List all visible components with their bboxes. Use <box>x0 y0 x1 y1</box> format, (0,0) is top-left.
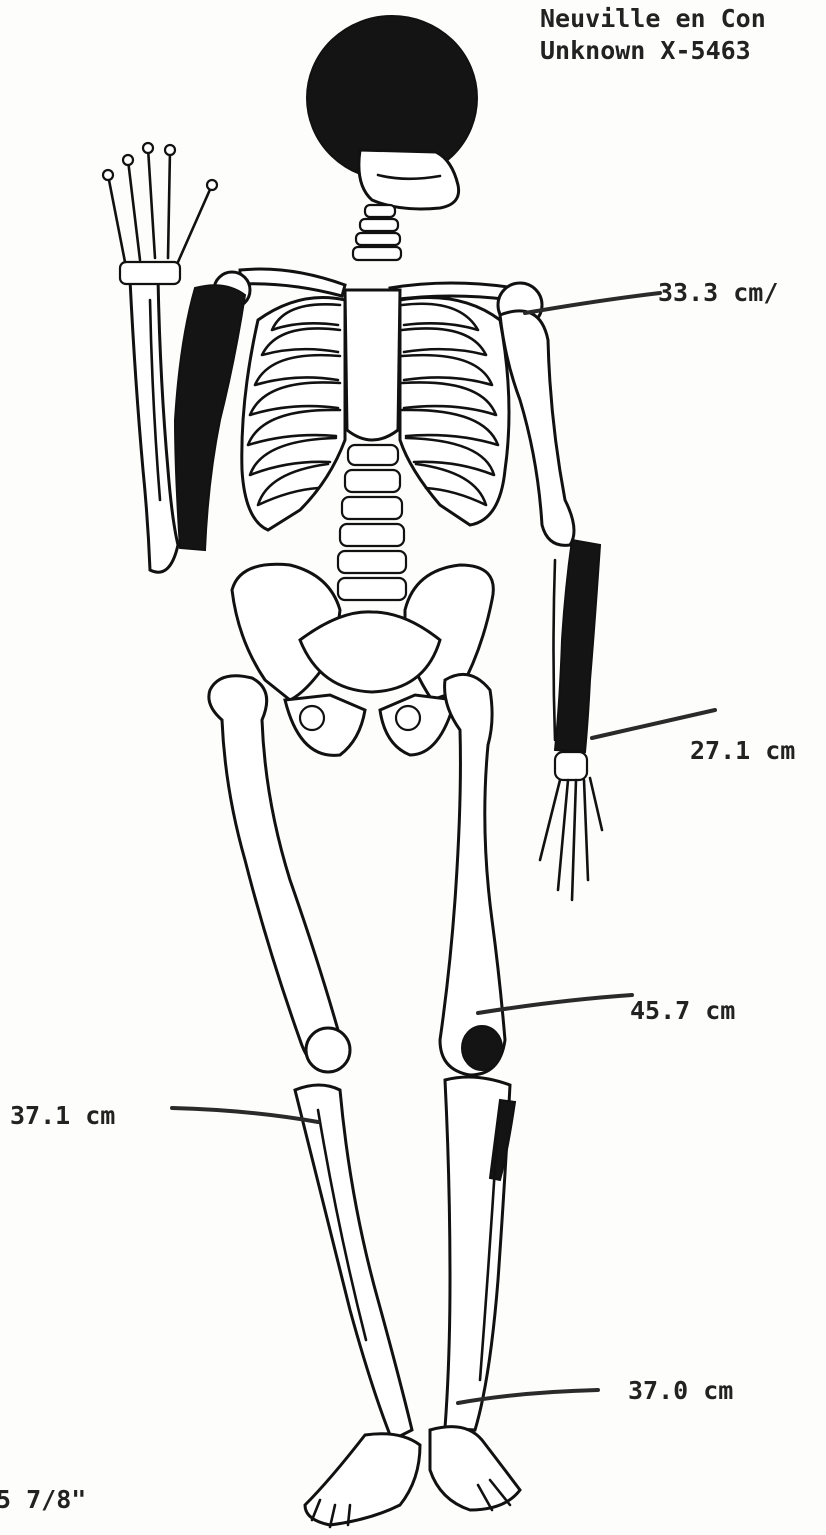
pointer-humerus <box>525 293 660 313</box>
stature-note: 5 7/8" <box>0 1487 86 1512</box>
pointer-tibia-left <box>172 1108 318 1122</box>
right-arm <box>498 283 602 900</box>
header-line-2: Unknown X-5463 <box>540 38 751 63</box>
measurement-label-tibia-right: 37.0 cm <box>628 1378 733 1403</box>
pointer-radius <box>592 710 715 738</box>
rib-cage <box>242 290 509 530</box>
left-humerus-highlight <box>175 285 245 550</box>
left-arm <box>103 143 250 572</box>
right-patella-highlight <box>462 1026 502 1070</box>
left-leg <box>209 676 420 1527</box>
cervical-spine <box>353 205 401 260</box>
right-leg <box>430 674 520 1510</box>
left-clavicle <box>240 269 345 296</box>
lumbar-spine <box>338 445 406 600</box>
measurement-label-humerus: 33.3 cm/ <box>658 280 778 305</box>
measurement-label-tibia-left: 37.1 cm <box>10 1103 115 1128</box>
measurement-label-radius: 27.1 cm <box>690 738 795 763</box>
measurement-label-femur: 45.7 cm <box>630 998 735 1023</box>
header-line-1: Neuville en Con <box>540 6 766 31</box>
right-radius-highlight <box>555 540 600 752</box>
skull <box>307 16 477 209</box>
